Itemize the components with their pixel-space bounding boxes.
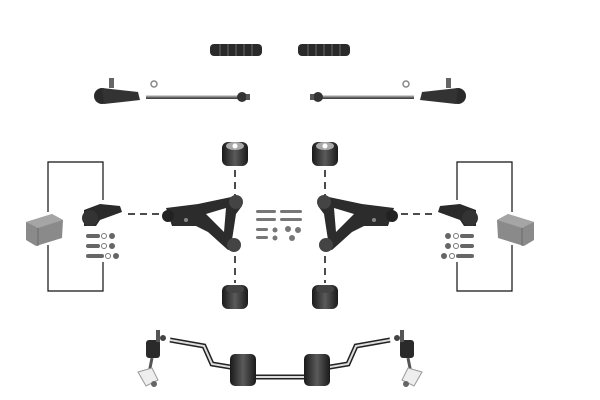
left-side-parts [26, 44, 282, 387]
center-bolt-kit [256, 210, 302, 241]
right-side-parts [278, 44, 534, 387]
